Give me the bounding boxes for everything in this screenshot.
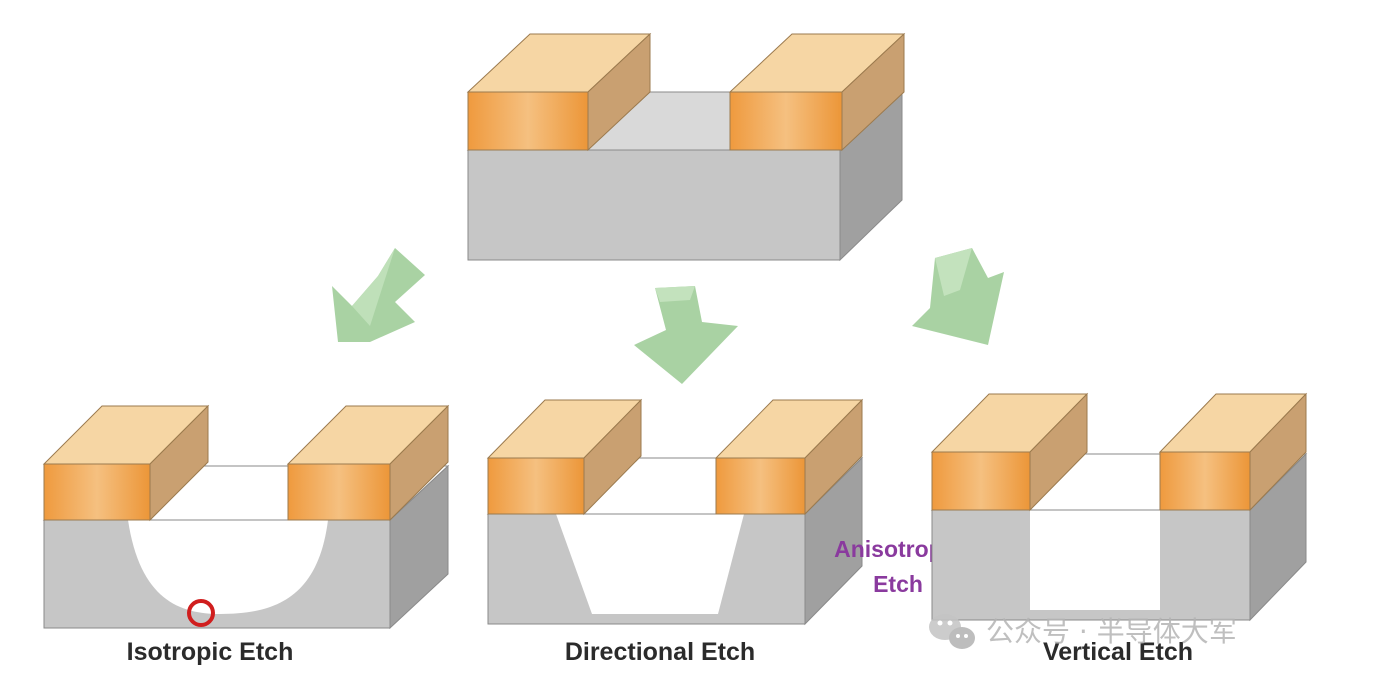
- wechat-icon: [929, 614, 975, 649]
- arrow-to-directional: [634, 286, 738, 384]
- substrate-side-face: [804, 456, 863, 626]
- vertical-etch-cavity: [1030, 510, 1160, 610]
- directional-structure: [486, 398, 864, 626]
- arrow-to-isotropic: [332, 248, 425, 342]
- mask-right-side: [841, 32, 905, 152]
- mask-left-front: [467, 91, 589, 151]
- watermark: 公众号 · 半导体大军: [929, 614, 1237, 649]
- directional-etch-label: Directional Etch: [565, 638, 755, 666]
- anisotropic-label-line2: Etch: [873, 571, 923, 597]
- directional-etch-cavity: [556, 514, 744, 614]
- isotropic-etch-cavity: [128, 520, 328, 614]
- marker-ring-icon: [187, 599, 215, 627]
- vertical-structure: [930, 392, 1308, 622]
- substrate-side-face: [1249, 452, 1307, 622]
- arrow-to-vertical: [912, 248, 1004, 345]
- watermark-text: 公众号 · 半导体大军: [986, 615, 1237, 648]
- mask-right-front: [729, 91, 843, 151]
- isotropic-structure: [42, 404, 450, 630]
- isotropic-etch-label: Isotropic Etch: [127, 638, 294, 666]
- vertical-etch-label: Vertical Etch: [1043, 638, 1193, 666]
- substrate-side-face: [389, 464, 449, 630]
- mask-left-side: [587, 32, 651, 152]
- substrate-front-face: [467, 149, 841, 261]
- initial-structure: [466, 32, 906, 262]
